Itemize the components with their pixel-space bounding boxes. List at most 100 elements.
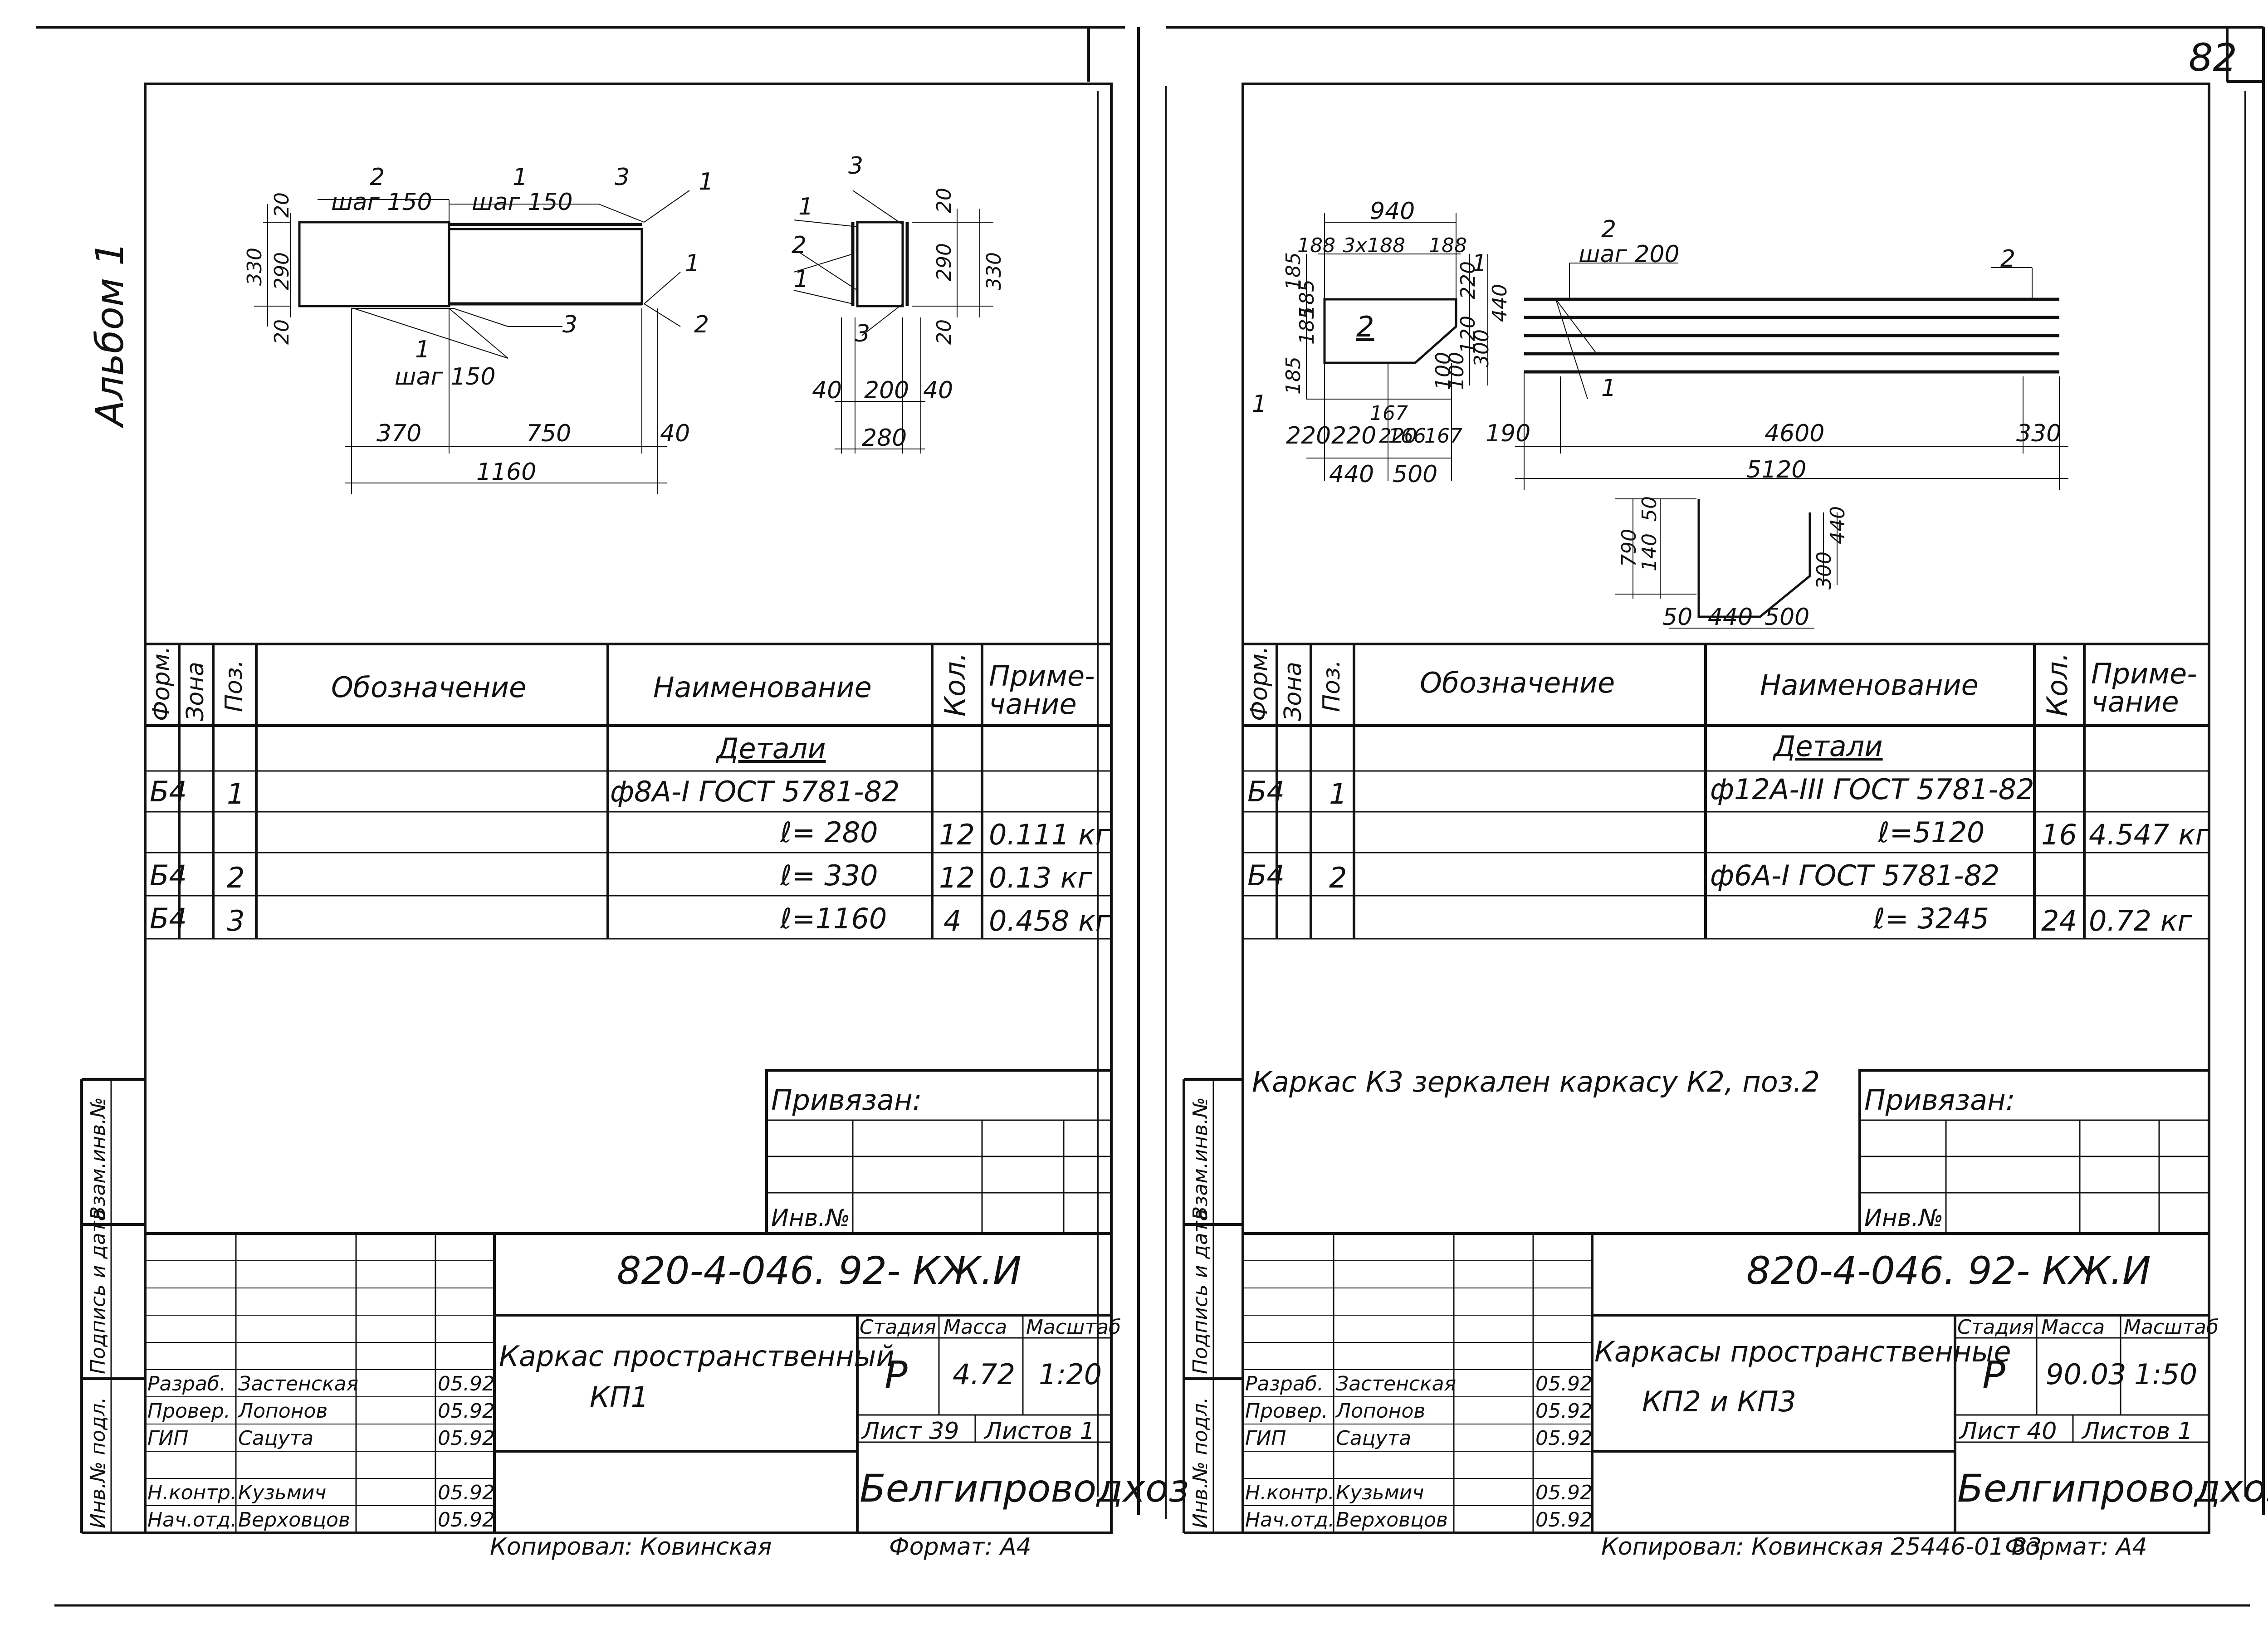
signer-role: Провер. (1245, 1400, 1328, 1423)
spec-cell: 24 (2041, 904, 2077, 937)
copied-by: Копировал: Ковинская 25446-01 83 (1601, 1533, 2042, 1561)
spec-cell: Б4 (150, 902, 187, 935)
col-name-header: Наименование (1760, 668, 1979, 702)
dim-label: 300 (1813, 551, 1836, 590)
side-label: Подпись и дата (87, 1209, 110, 1374)
col-name-header: Наименование (653, 671, 872, 704)
side-label: Взам.инв.№ (87, 1097, 110, 1220)
signer-name: Лопонов (1336, 1400, 1426, 1423)
spec-cell: 4 (943, 904, 962, 937)
signer-date: 05.92 (438, 1481, 495, 1504)
col-pos-header: Поз. (220, 659, 248, 712)
leader-label: шаг 150 (331, 189, 432, 216)
mass-label: Масса (943, 1316, 1007, 1339)
leader-label: шаг 200 (1579, 241, 1680, 268)
signer-name: Верховцов (1336, 1508, 1448, 1532)
organization: Белгипроводхоз (860, 1466, 1189, 1511)
spec-cell: ф6А-I ГОСТ 5781-82 (1710, 859, 2000, 892)
copied-by: Копировал: Ковинская (490, 1533, 772, 1561)
spec-cell: 12 (939, 861, 975, 894)
sheet-number: Лист 39 (862, 1418, 959, 1445)
side-label: Взам.инв.№ (1189, 1097, 1212, 1220)
dim-label: 4600 (1765, 420, 1825, 447)
leader-label: 1 (415, 336, 430, 363)
side-label: Инв.№ подл. (1189, 1397, 1212, 1528)
scale-label: Масштаб (1026, 1316, 1121, 1339)
sheets-total: Листов 1 (984, 1418, 1095, 1445)
section-dim: 40 (812, 377, 842, 404)
spec-cell: 0.458 кг (989, 904, 1110, 937)
dim-label: 440 (1826, 506, 1849, 544)
col-note-header: Приме-чание (989, 659, 1095, 721)
signer-role: Провер. (147, 1400, 230, 1423)
signer-role: Н.контр. (147, 1481, 237, 1504)
stage-label: Стадия (860, 1316, 936, 1339)
signer-name: Сацута (238, 1427, 314, 1450)
section-dim: 200 (864, 377, 909, 404)
signer-name: Сацута (1336, 1427, 1412, 1450)
dim-label: 20 (270, 319, 293, 345)
signer-role: Нач.отд. (147, 1508, 237, 1532)
signer-date: 05.92 (1535, 1400, 1593, 1423)
dim-label: 140 (1638, 533, 1661, 571)
dim-label: 500 (1393, 461, 1438, 488)
signer-date: 05.92 (1535, 1372, 1593, 1395)
dim-label: 100 (1445, 352, 1468, 390)
dim-label: 185 (1295, 307, 1319, 345)
signer-role: Нач.отд. (1245, 1508, 1334, 1532)
dim-label: 220 (1286, 422, 1331, 449)
signer-date: 05.92 (1535, 1427, 1593, 1450)
signer-date: 05.92 (438, 1372, 495, 1395)
leader-label: 2 (370, 164, 385, 191)
dim-label: 3x188 (1343, 234, 1406, 257)
dim-label: 120 (1457, 316, 1480, 354)
drawing-title-sub: КП2 и КП3 (1642, 1385, 1796, 1418)
col-qty-header: Кол. (938, 652, 972, 717)
dim-label: 330 (2016, 420, 2062, 447)
spec-section-title: Детали (1774, 730, 1883, 763)
section-dim: 40 (923, 377, 953, 404)
leader-label: 3 (615, 164, 630, 191)
spec-cell: Б4 (1247, 859, 1285, 892)
signer-date: 05.92 (1535, 1481, 1593, 1504)
dim-label: 167 (1370, 402, 1408, 425)
dim-label: 1160 (476, 458, 537, 486)
scale-value: 1:50 (2134, 1358, 2198, 1391)
col-designation-header: Обозначение (331, 671, 527, 704)
spec-cell: 16 (2041, 818, 2077, 851)
organization: Белгипроводхоз (1957, 1466, 2268, 1511)
dim-label: 5120 (1746, 456, 1807, 483)
leader-label: 1 (1472, 250, 1487, 277)
stage-label: Стадия (1957, 1316, 2034, 1339)
section-dim: 280 (862, 424, 907, 452)
dim-label: 440 (1329, 461, 1374, 488)
dim-label: 940 (1370, 198, 1415, 225)
section-dim: 20 (933, 188, 956, 213)
dim-label: 185 (1282, 356, 1305, 395)
col-note-header: Приме-чание (2091, 657, 2197, 718)
spec-cell: Б4 (150, 775, 187, 808)
dim-label: 167 (1424, 424, 1462, 448)
dim-label: 190 (1486, 420, 1531, 447)
dim-label: 20 (270, 192, 293, 218)
signer-name: Кузьмич (1336, 1481, 1424, 1504)
section-dim: 330 (982, 252, 1006, 290)
section-label: 2 (792, 232, 807, 259)
col-pos-header: Поз. (1318, 659, 1345, 712)
signer-role: Разраб. (1245, 1372, 1324, 1395)
drawing-title-sub: КП1 (590, 1380, 649, 1414)
col-zone-header: Зона (1280, 661, 1307, 721)
signer-role: ГИП (1245, 1427, 1286, 1450)
album-label: Альбом 1 (88, 241, 132, 426)
spec-cell: Б4 (150, 859, 187, 892)
spec-cell: 1 (227, 777, 245, 810)
signer-date: 05.92 (1535, 1508, 1593, 1532)
dim-label: 290 (270, 252, 293, 290)
leader-label: 1 (685, 250, 700, 277)
spec-cell: ℓ= 330 (780, 859, 878, 892)
section-label: 1 (798, 193, 814, 220)
signer-role: Н.контр. (1245, 1481, 1334, 1504)
privyazan-label: Привязан: (771, 1083, 922, 1117)
signer-name: Верховцов (238, 1508, 350, 1532)
